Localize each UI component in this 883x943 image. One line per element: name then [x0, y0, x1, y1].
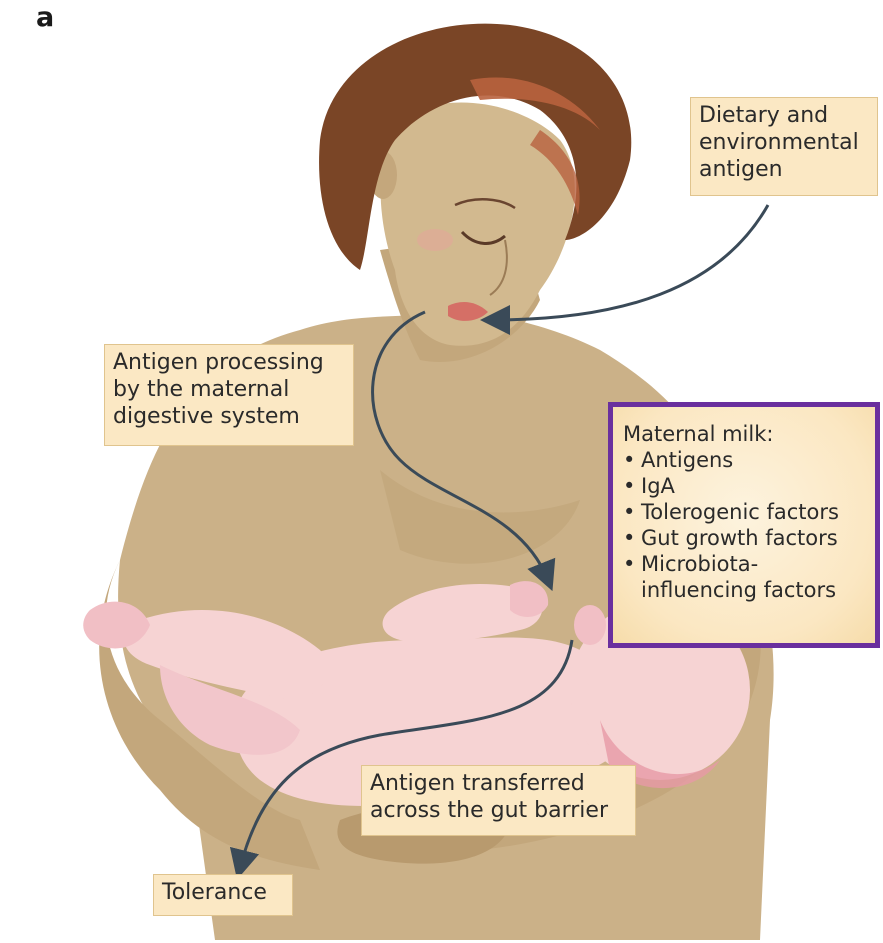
dietary-antigen-label: Dietary and environmental antigen [690, 97, 878, 196]
milk-item: • Tolerogenic factors [623, 499, 869, 525]
tolerance-label: Tolerance [153, 874, 293, 916]
panel-letter: a [36, 2, 54, 33]
bullet-icon: • [623, 525, 635, 551]
milk-item-text: influencing factors [641, 578, 836, 602]
label-line: Tolerance [162, 879, 284, 906]
label-line: Antigen transferred [370, 770, 627, 797]
antigen-processing-label: Antigen processing by the maternal diges… [104, 344, 354, 446]
bullet-icon: • [623, 551, 635, 577]
milk-item-text: Antigens [641, 448, 733, 472]
milk-item: • Microbiota- [623, 551, 869, 577]
maternal-milk-box: Maternal milk: • Antigens • IgA • Tolero… [608, 402, 880, 648]
milk-item-text: Microbiota- [641, 552, 758, 576]
label-line: across the gut barrier [370, 797, 627, 824]
label-line: antigen [699, 156, 869, 183]
label-line: Dietary and [699, 102, 869, 129]
label-line: digestive system [113, 403, 345, 430]
antigen-transfer-label: Antigen transferred across the gut barri… [361, 765, 636, 836]
bullet-icon: • [623, 447, 635, 473]
milk-item-text: IgA [641, 474, 675, 498]
bullet-icon: • [623, 499, 635, 525]
mother-cheek [417, 229, 453, 251]
bullet-icon: • [623, 473, 635, 499]
maternal-milk-title: Maternal milk: [623, 421, 869, 447]
milk-item-continuation: influencing factors [623, 577, 869, 603]
milk-item-text: Tolerogenic factors [641, 500, 839, 524]
milk-item: • Antigens [623, 447, 869, 473]
label-line: Antigen processing [113, 349, 345, 376]
milk-item: • Gut growth factors [623, 525, 869, 551]
milk-item: • IgA [623, 473, 869, 499]
label-line: environmental [699, 129, 869, 156]
milk-item-text: Gut growth factors [641, 526, 838, 550]
baby-ear [574, 605, 606, 645]
label-line: by the maternal [113, 376, 345, 403]
